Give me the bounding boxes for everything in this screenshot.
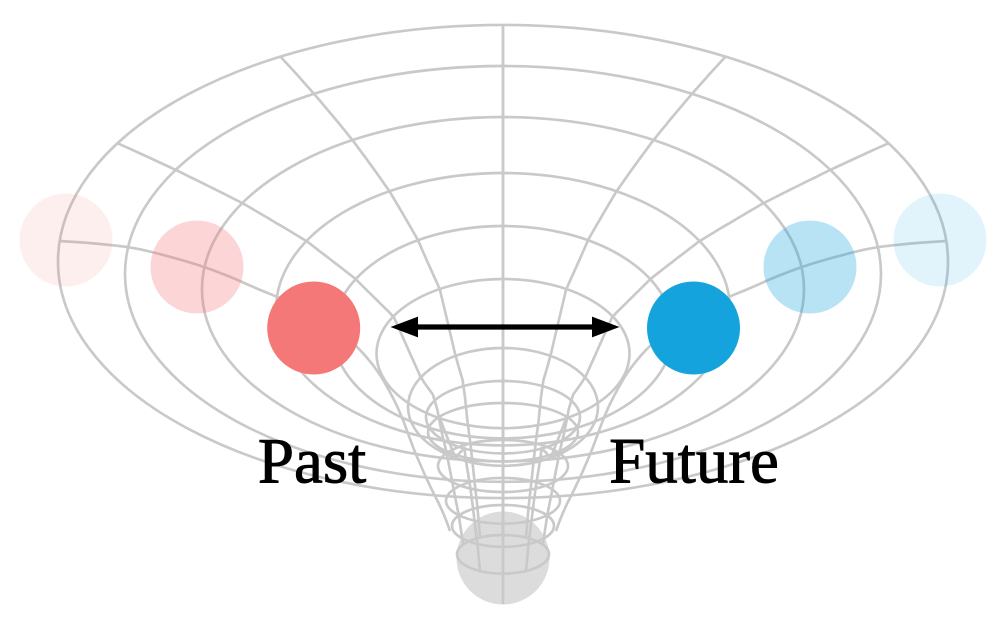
svg-text:Future: Future bbox=[609, 426, 779, 498]
svg-text:Past: Past bbox=[258, 426, 366, 498]
